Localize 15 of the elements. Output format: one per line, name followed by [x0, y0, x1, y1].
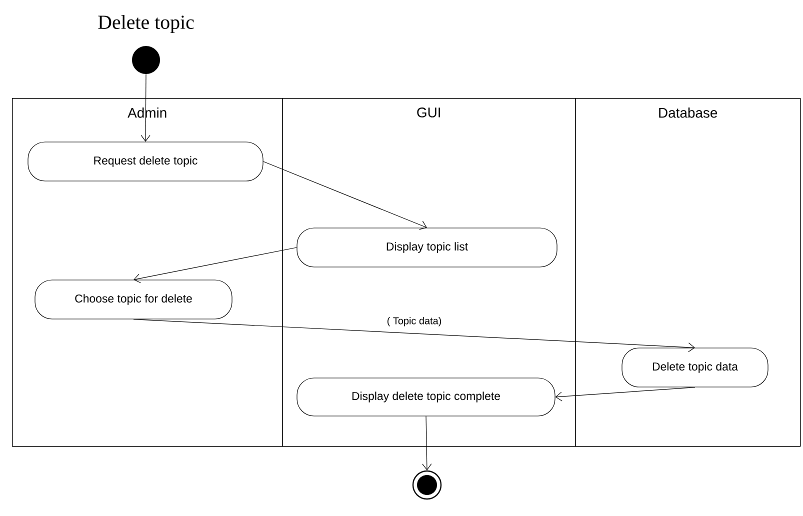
edge-label: ( Topic data) — [386, 316, 443, 328]
activity-box: Display topic list — [296, 228, 558, 268]
activity-box: Request delete topic — [28, 142, 264, 182]
arrow — [422, 416, 432, 470]
arrow — [133, 319, 695, 352]
final-node — [412, 470, 442, 500]
activity-box: Display delete topic complete — [296, 378, 556, 416]
arrow — [263, 161, 427, 230]
arrow — [134, 247, 297, 284]
title: Delete topic — [98, 14, 194, 34]
initial-node — [132, 46, 160, 74]
activity-box: Delete topic data — [622, 348, 768, 388]
activity-box: Choose topic for delete — [34, 280, 232, 320]
arrow — [555, 387, 696, 402]
arrow — [140, 74, 150, 142]
